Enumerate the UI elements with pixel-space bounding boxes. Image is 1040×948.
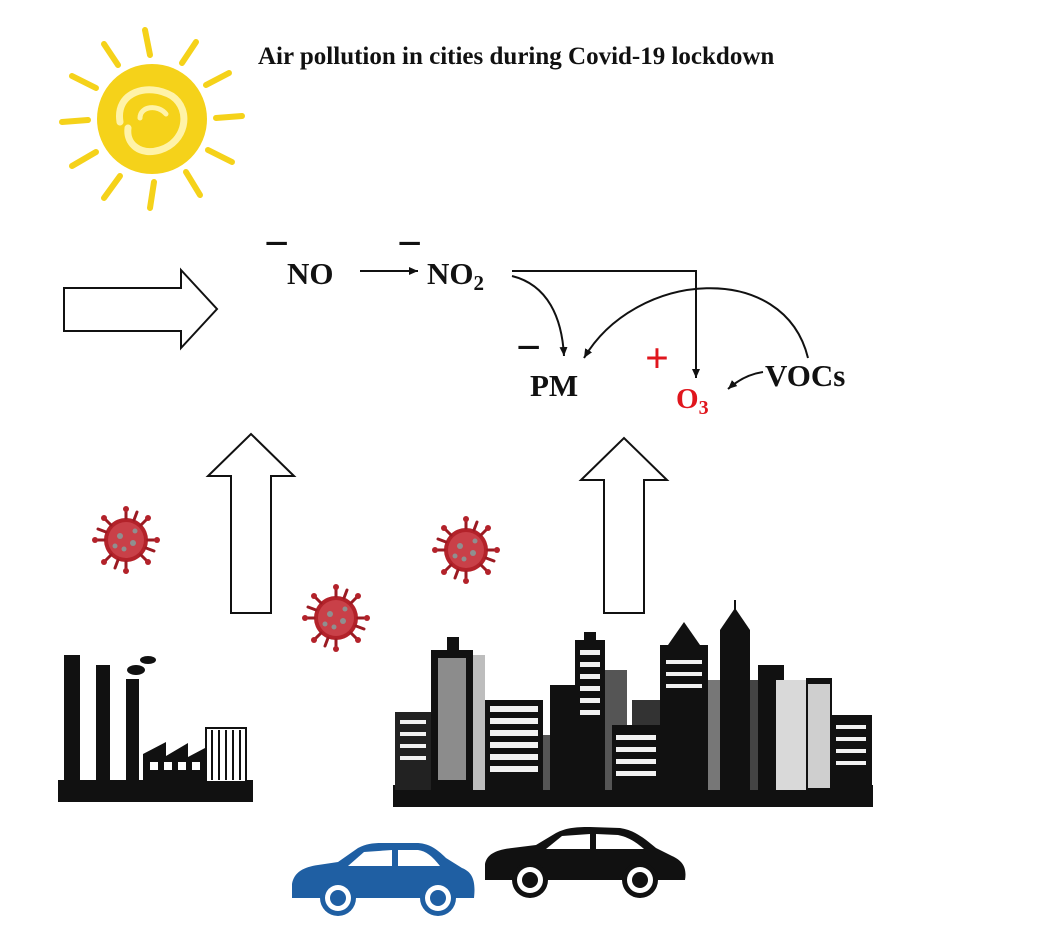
- no2-label-text: NO: [427, 256, 474, 291]
- virus-icon: [300, 582, 372, 654]
- blue-car-icon: [292, 843, 475, 916]
- no-label: NO: [287, 256, 334, 291]
- no2-to-o3-arrow: [512, 270, 700, 378]
- factory-icon: [58, 655, 253, 802]
- no-decrease-sign: −: [264, 219, 290, 268]
- black-car-icon: [485, 827, 686, 898]
- emission-arrow-left: [205, 432, 297, 614]
- sunlight-arrow: [63, 267, 219, 351]
- o3-label: O3: [676, 383, 709, 419]
- vocs-to-o3-arrow: [727, 371, 764, 390]
- city-skyline-icon: [393, 600, 873, 807]
- no2-decrease-sign: −: [397, 219, 423, 268]
- o3-label-text: O: [676, 383, 699, 415]
- pm-label: PM: [530, 368, 579, 403]
- no2-label: NO2: [427, 258, 484, 294]
- vocs-to-pm-arrow: [583, 287, 809, 359]
- virus-icon: [430, 514, 502, 586]
- emission-arrow-right: [578, 436, 670, 614]
- no2-to-pm-arrow: [511, 275, 568, 357]
- pm-decrease-sign: −: [516, 323, 542, 372]
- o3-increase-sign: +: [645, 336, 669, 382]
- o3-label-subscript: 3: [698, 397, 709, 419]
- sun-icon: [59, 27, 245, 211]
- virus-icon: [90, 504, 162, 576]
- diagram-title: Air pollution in cities during Covid-19 …: [258, 43, 775, 70]
- no2-label-subscript: 2: [473, 271, 485, 295]
- vocs-label: VOCs: [765, 358, 846, 393]
